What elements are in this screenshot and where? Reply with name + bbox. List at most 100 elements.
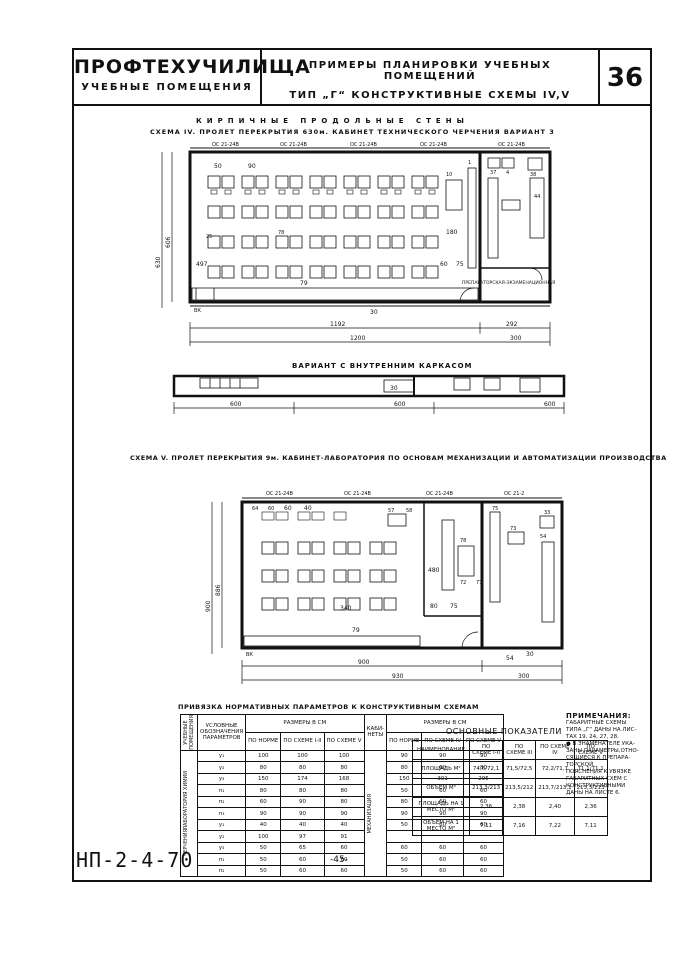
indicators-cell: 71,5/72,5 xyxy=(502,759,537,779)
params-h-col-2: ПО СХЕМЕ I-II xyxy=(280,731,325,751)
scheme5-mark-54: 54 xyxy=(540,534,546,540)
params-cell: 80 xyxy=(245,761,282,774)
scheme4-heading: КИРПИЧНЫЕ ПРОДОЛЬНЫЕ СТЕНЫ xyxy=(196,117,469,125)
scheme5-caption: СХЕМА V. ПРОЛЕТ ПЕРЕКРЫТИЯ 9м. КАБИНЕТ-Л… xyxy=(130,454,667,462)
params-cell: 50 xyxy=(245,841,282,855)
scheme5-axis-2: ОС 21-24В xyxy=(344,491,372,497)
params-cell: 50 xyxy=(245,853,282,866)
indicators-h-col-2: ПО СХЕМЕ III xyxy=(502,740,537,760)
scheme5-dim-60: 60 xyxy=(284,505,292,512)
params-cell: 60 xyxy=(323,853,365,866)
title-block: ПРОФТЕХУЧИЛИЩА УЧЕБНЫЕ ПОМЕЩЕНИЯ ПРИМЕРЫ… xyxy=(74,50,650,106)
params-cell: 60 xyxy=(421,864,464,878)
params-cell: 50 xyxy=(386,864,423,878)
params-h-room: УЧЕБНЫЕ ПОМЕЩЕНИЯ xyxy=(180,714,198,751)
params-cell: 90 xyxy=(245,807,282,820)
page-number: -45- xyxy=(330,855,348,865)
params-cell: 80 xyxy=(323,795,365,809)
indicators-cell: 213,7/213,1 xyxy=(535,778,575,798)
scheme4-mark-37: 37 xyxy=(490,170,496,176)
scheme5-dim-30: 30 xyxy=(526,651,534,658)
params-cell: 80 xyxy=(323,784,365,797)
params-cab-groups: МЕХАНИЗАЦИЯ xyxy=(363,749,388,878)
params-cell: 174 xyxy=(280,772,325,786)
params-cell: 40 xyxy=(323,818,365,832)
params-cell: 60 xyxy=(280,853,325,866)
params-h-col-3: ПО СХЕМЕ V xyxy=(323,731,365,751)
scheme5-mark-33: 33 xyxy=(544,510,550,516)
params-cell: 90 xyxy=(280,807,325,820)
indicators-cell: 213,3/213 xyxy=(468,778,504,798)
scheme5-dim-side: 300 xyxy=(518,673,530,680)
scheme4-dim-75: 75 xyxy=(456,261,464,268)
indicators-h-name: НАИМЕНОВАНИЕ xyxy=(412,740,470,760)
params-cell: у₂ xyxy=(196,830,247,843)
params-h-sizes: РАЗМЕРЫ В СМ xyxy=(245,714,365,733)
variant-plan: 600 600 600 30 xyxy=(172,374,566,414)
notes-line: ЗАНЫ ПАРАМЕТРЫ,ОТНО- xyxy=(566,748,639,754)
scheme4-axis-3: ОС 21-24В xyxy=(350,142,378,148)
scheme5-mark-57: 57 xyxy=(388,508,394,514)
scheme5-dim-80: 80 xyxy=(430,603,438,610)
params-cell: 60 xyxy=(323,864,365,878)
scheme5-axis-4: ОС 21-2 xyxy=(504,491,524,497)
indicators-table: НАИМЕНОВАНИЕ ПО СХЕМЕ I-II ПО СХЕМЕ III … xyxy=(412,740,608,836)
params-cell: 50 xyxy=(245,864,282,878)
params-cell: п₂ xyxy=(196,795,247,809)
scheme5-dim-340: 340 xyxy=(340,605,352,612)
notes-line: ГАБАРИТНЫЕ СХЕМЫ xyxy=(566,720,627,726)
params-cell: 60 xyxy=(323,841,365,855)
params-cell: 60 xyxy=(421,853,464,866)
params-cell: 80 xyxy=(280,784,325,797)
scheme5-mark-77: 77 xyxy=(476,580,482,586)
params-h-col-1: ПО НОРМЕ xyxy=(245,731,282,751)
params-title: ПРИВЯЗКА НОРМАТИВНЫХ ПАРАМЕТРОВ К КОНСТР… xyxy=(178,703,480,711)
scheme4-mark-25: 25 xyxy=(206,234,212,240)
params-cell: 97 xyxy=(280,830,325,843)
scheme4-mark-38: 38 xyxy=(530,172,536,178)
indicators-h-col-1: ПО СХЕМЕ I-II xyxy=(468,740,504,760)
title-mid: ПРИМЕРЫ ПЛАНИРОВКИ УЧЕБНЫХ ПОМЕЩЕНИЙ xyxy=(308,60,552,82)
variant-dim-3: 600 xyxy=(544,401,556,408)
indicators-cell: 7,16 xyxy=(502,816,537,836)
indicators-cell: 74,6/72,1 xyxy=(468,759,504,779)
indicators-cell: 7,11 xyxy=(468,816,504,836)
params-cell: п₁ xyxy=(196,853,247,866)
scheme4-dim-90: 90 xyxy=(248,163,256,170)
scheme4-plan: ОС 21-24В ОС 21-24В ОС 21-24В ОС 21-24В … xyxy=(155,142,555,346)
params-cell: п₂ xyxy=(196,864,247,878)
scheme4-mark-44: 44 xyxy=(534,194,540,200)
params-cell: 100 xyxy=(323,749,365,763)
notes-line: КОНСТРУКТИВНЫМИ xyxy=(566,783,626,789)
params-cell: у₃ xyxy=(196,841,247,855)
variant-dim-1: 600 xyxy=(230,401,242,408)
indicators-cell: ПЛОЩАДЬ НА 1 МЕСТО М² xyxy=(412,797,470,817)
scheme4-caption: СХЕМА IV. ПРОЛЕТ ПЕРЕКРЫТИЯ 630м. КАБИНЕ… xyxy=(150,128,555,136)
title-block-rule xyxy=(74,104,650,106)
scheme5-dim-79: 79 xyxy=(352,627,360,634)
scheme4-mark-1: 1 xyxy=(468,160,471,166)
scheme4-dim-30: 30 xyxy=(370,309,378,316)
params-cell: 100 xyxy=(245,749,282,763)
params-h-sym: УСЛОВНЫЕ ОБОЗНАЧЕНИЯ ПАРАМЕТРОВ xyxy=(196,714,247,751)
notes-line: ДАНЫ НА ЛИСТЕ 6. xyxy=(566,790,621,796)
scheme4-dim-497: 497 xyxy=(196,261,208,268)
scheme5-dim-length-total: 930 xyxy=(392,673,404,680)
params-cell: у₁ xyxy=(196,818,247,832)
sheet-number: 36 xyxy=(606,63,644,93)
subtitle-left: УЧЕБНЫЕ ПОМЕЩЕНИЯ xyxy=(81,82,253,93)
params-cell: 65 xyxy=(280,841,325,855)
scheme4-dim-length: 1200 xyxy=(350,335,365,342)
document-code: НП-2-4-70 xyxy=(76,848,194,872)
scheme4-dim-height-inner: 606 xyxy=(165,236,172,248)
scheme4-axis-2: ОС 21-24В xyxy=(280,142,308,148)
scheme4-dim-79: 79 xyxy=(300,280,308,287)
